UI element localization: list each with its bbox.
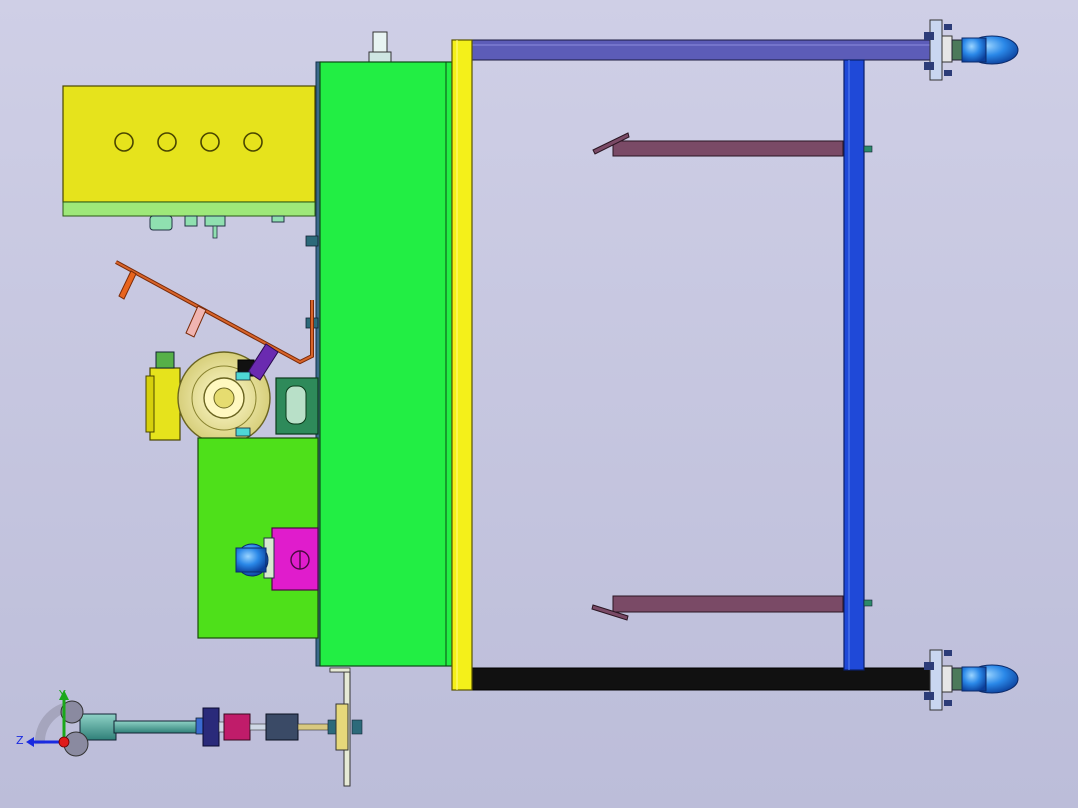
z-axis-label: Z [16, 734, 24, 747]
yellow-plate [451, 39, 473, 691]
y-axis-label: Y [58, 688, 66, 701]
lower-bracket [591, 595, 873, 621]
pump-motor[interactable] [235, 527, 319, 591]
rod-assembly[interactable] [79, 703, 363, 751]
control-box [62, 85, 316, 239]
gland-hole-1 [114, 132, 134, 152]
main-panel [315, 61, 453, 667]
axis-triad: Z Y [16, 688, 89, 757]
panel-stud-1 [305, 235, 319, 247]
gland-hole-3 [200, 132, 220, 152]
motor-bottom-right[interactable] [924, 649, 1019, 711]
motor-top-right[interactable] [924, 19, 1019, 81]
top-fitting [368, 31, 392, 63]
top-rail [471, 39, 935, 61]
gland-hole-4 [243, 132, 263, 152]
upper-bracket [592, 132, 873, 157]
x-axis-origin [58, 736, 70, 748]
bottom-rail [471, 667, 935, 691]
right-upright [843, 59, 865, 671]
gland-hole-2 [157, 132, 177, 152]
sample-pipe [115, 260, 314, 365]
valve-assembly[interactable] [145, 343, 319, 445]
